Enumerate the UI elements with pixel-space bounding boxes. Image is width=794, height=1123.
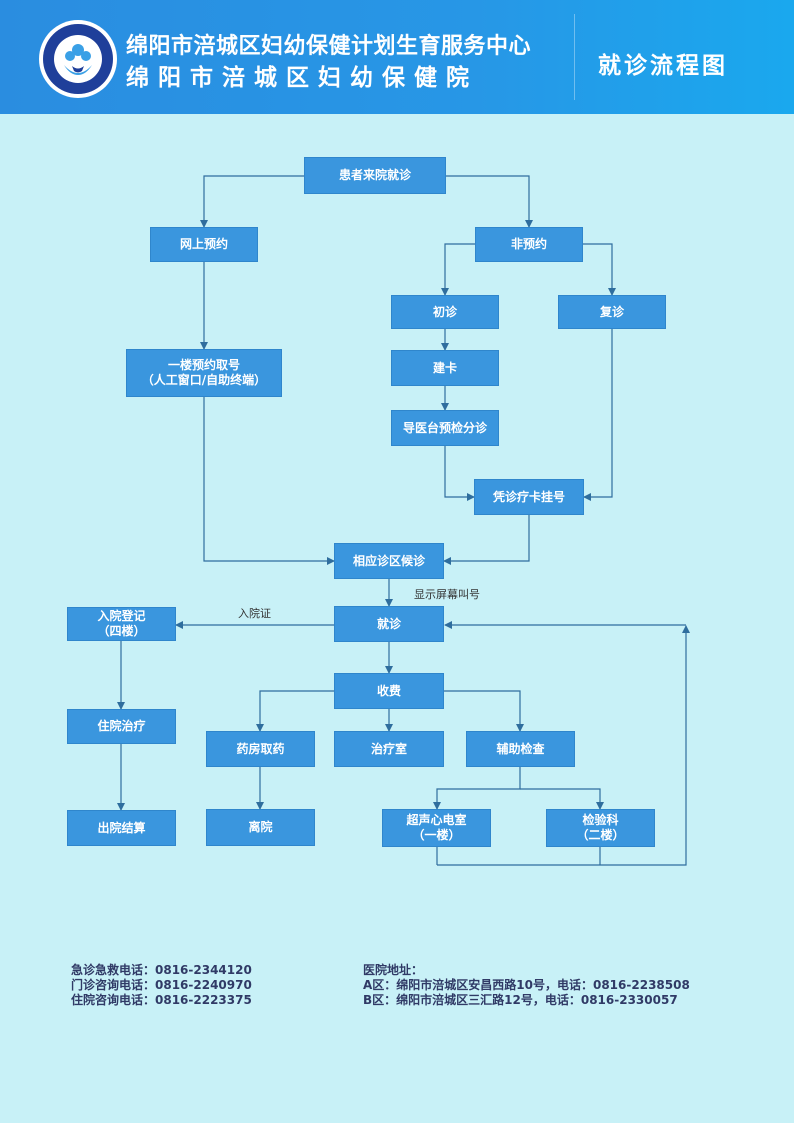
emergency-phone: 急诊急救电话：0816-2344120 bbox=[71, 963, 252, 977]
node-discharge-settlement: 出院结算 bbox=[67, 810, 176, 846]
node-arrive: 患者来院就诊 bbox=[304, 157, 446, 194]
node-triage: 导医台预检分诊 bbox=[391, 410, 499, 446]
address-zone-a: A区：绵阳市涪城区安昌西路10号，电话：0816-2238508 bbox=[363, 978, 690, 992]
address-zone-b: B区：绵阳市涪城区三汇路12号，电话：0816-2330057 bbox=[363, 993, 678, 1007]
node-admission: 入院登记 （四楼） bbox=[67, 607, 176, 641]
node-non-appointment: 非预约 bbox=[475, 227, 583, 262]
node-online-appointment: 网上预约 bbox=[150, 227, 258, 262]
inpatient-phone: 住院咨询电话：0816-2223375 bbox=[71, 993, 252, 1007]
node-appointment-pickup: 一楼预约取号 （人工窗口/自助终端） bbox=[126, 349, 282, 397]
node-auxiliary-exam: 辅助检查 bbox=[466, 731, 575, 767]
hospital-title-primary: 绵阳市涪城区妇幼保健计划生育服务中心 bbox=[126, 33, 532, 59]
label-admission-certificate: 入院证 bbox=[238, 607, 271, 620]
node-treatment-room: 治疗室 bbox=[334, 731, 444, 767]
hospital-title-secondary: 绵阳市涪城区妇幼保健院 bbox=[126, 64, 478, 91]
node-register: 凭诊疗卡挂号 bbox=[474, 479, 584, 515]
node-first-visit: 初诊 bbox=[391, 295, 499, 329]
node-create-card: 建卡 bbox=[391, 350, 499, 386]
label-screen-call: 显示屏幕叫号 bbox=[414, 588, 480, 601]
header-divider bbox=[574, 14, 575, 100]
node-ultrasound-ecg: 超声心电室 （一楼） bbox=[382, 809, 491, 847]
address-title: 医院地址： bbox=[363, 963, 424, 977]
node-payment: 收费 bbox=[334, 673, 444, 709]
node-inpatient: 住院治疗 bbox=[67, 709, 176, 744]
node-waiting-area: 相应诊区候诊 bbox=[334, 543, 444, 579]
node-leave-hospital: 离院 bbox=[206, 809, 315, 846]
hospital-logo bbox=[39, 20, 117, 98]
page-title: 就诊流程图 bbox=[598, 52, 728, 79]
page-header: 绵阳市涪城区妇幼保健计划生育服务中心 绵阳市涪城区妇幼保健院 就诊流程图 bbox=[0, 0, 794, 114]
node-consultation: 就诊 bbox=[334, 606, 444, 642]
node-revisit: 复诊 bbox=[558, 295, 666, 329]
node-laboratory: 检验科 （二楼） bbox=[546, 809, 655, 847]
outpatient-phone: 门诊咨询电话：0816-2240970 bbox=[71, 978, 252, 992]
node-pharmacy: 药房取药 bbox=[206, 731, 315, 767]
